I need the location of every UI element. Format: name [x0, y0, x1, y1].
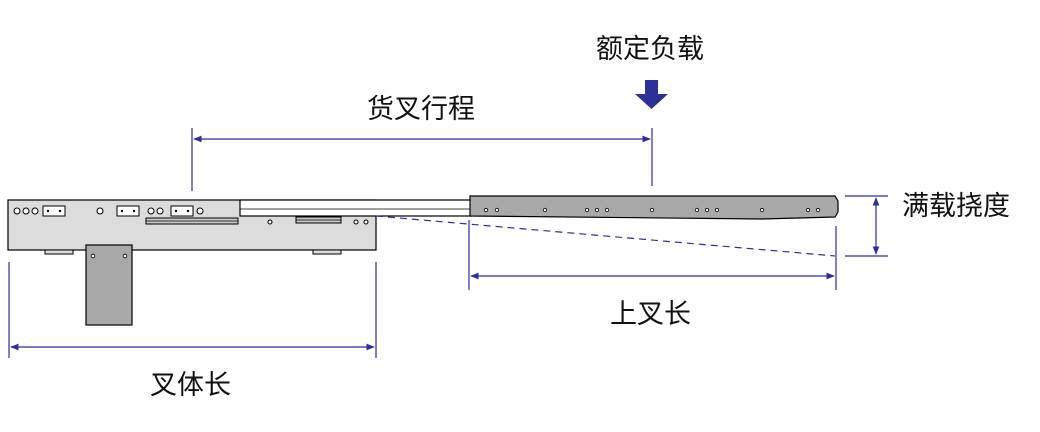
- fork-stroke-dimension: [191, 128, 653, 191]
- rated-load-label: 额定负载: [596, 34, 704, 65]
- fork-body-length-label: 叉体长: [150, 370, 231, 401]
- down-arrow-icon: [635, 80, 668, 109]
- support-post: [85, 244, 133, 326]
- upper-fork-holes: [483, 207, 821, 213]
- upper-fork: [469, 195, 839, 220]
- middle-fork: [239, 199, 472, 217]
- deflection-dimension: [845, 195, 888, 257]
- upper-fork-length-label: 上叉长: [610, 299, 691, 330]
- full-load-deflection-label: 满载挠度: [902, 191, 1010, 222]
- fork-stroke-label: 货叉行程: [367, 94, 475, 125]
- deflection-dashed-line: [375, 215, 836, 257]
- fork-body-holes: [13, 205, 369, 225]
- fork-body-length-dimension: [8, 262, 377, 358]
- upper-fork-length-dimension: [468, 220, 837, 290]
